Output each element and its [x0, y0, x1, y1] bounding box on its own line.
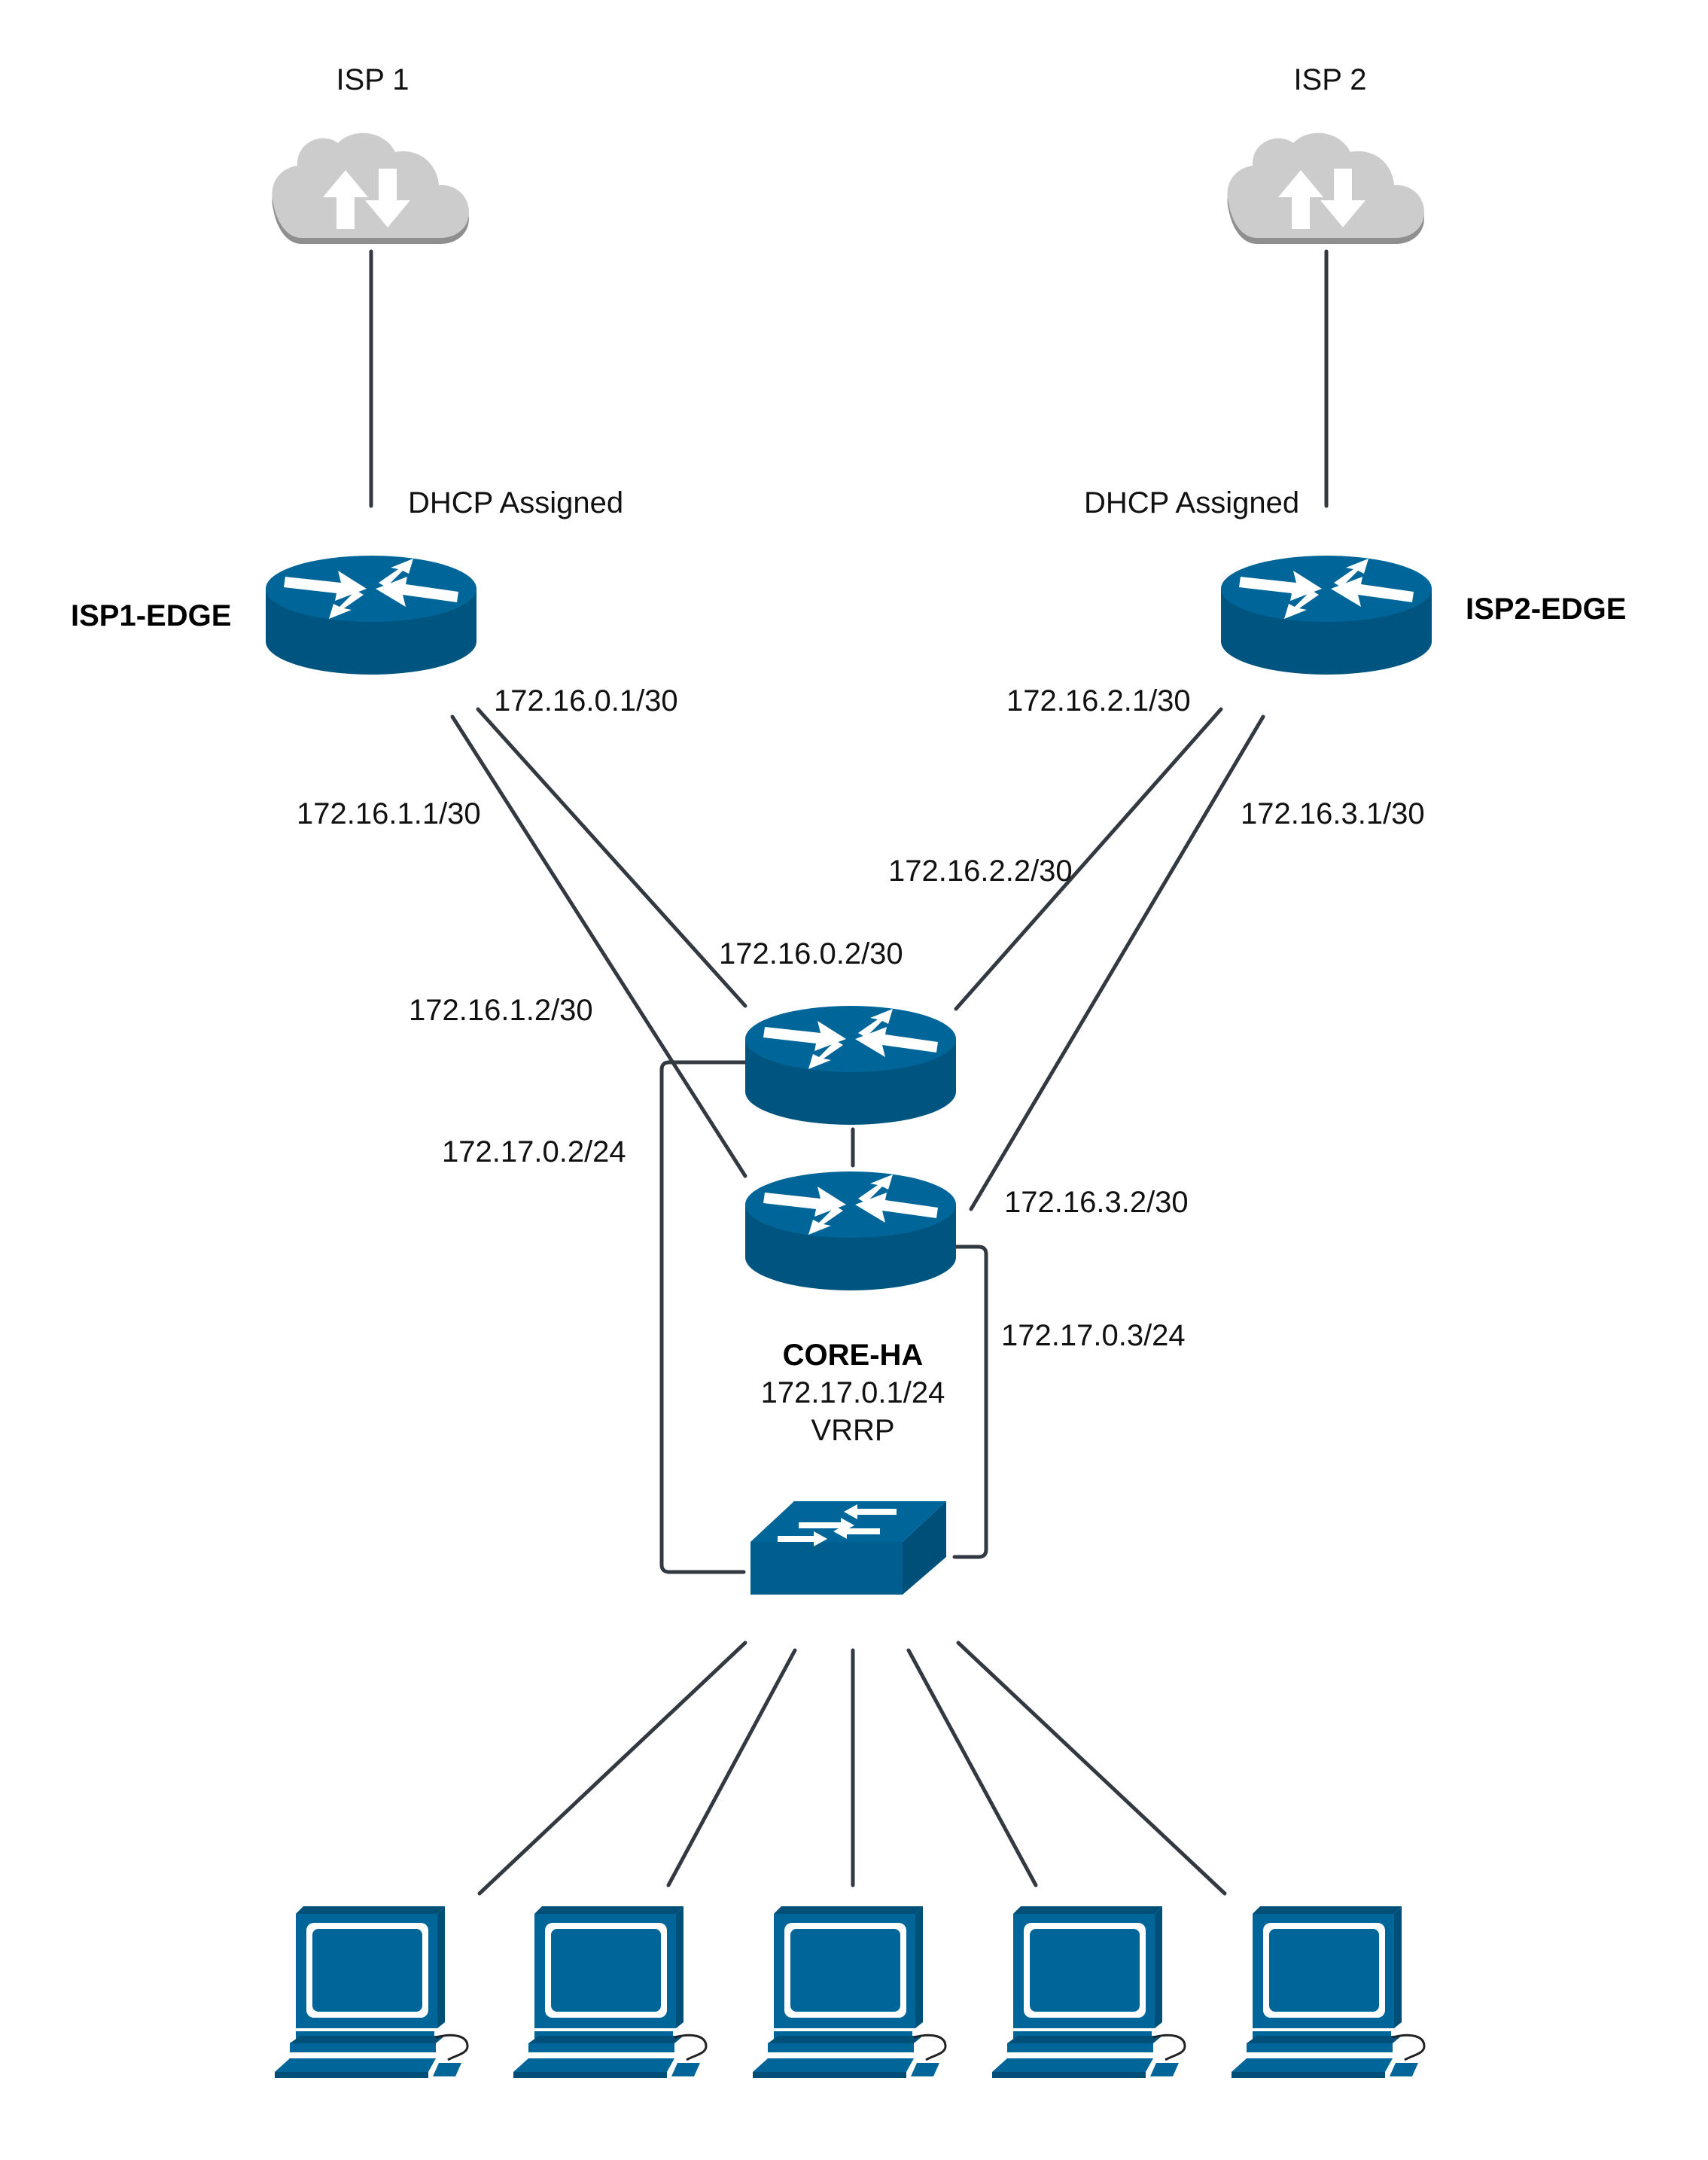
core-b-ip-from-edge1: 172.16.1.2/30	[409, 994, 593, 1027]
link-core-b-switch	[952, 1245, 988, 1559]
isp2-cloud	[1227, 133, 1424, 244]
workstation-icon	[991, 1905, 1186, 2079]
workstation-icon	[1230, 1905, 1426, 2079]
core-router-a	[745, 1006, 956, 1125]
router-icon	[745, 1006, 956, 1125]
core-router-b	[745, 1171, 956, 1290]
workstations	[273, 1905, 1426, 2079]
link-switch-pc-2	[666, 1648, 797, 1887]
core-a-ip-from-edge1: 172.16.0.2/30	[719, 937, 903, 970]
link-switch-pc-5	[956, 1641, 1227, 1896]
cloud-internet-icon	[272, 133, 469, 244]
workstation-icon	[512, 1905, 708, 2079]
edge2-ip-to-core-b: 172.16.3.1/30	[1241, 797, 1425, 830]
core-b-lan-ip: 172.17.0.3/24	[1001, 1319, 1186, 1352]
link-edge1-core-b	[450, 714, 747, 1178]
lan-switch	[750, 1501, 946, 1595]
edge2-ip-to-core-a: 172.16.2.1/30	[1006, 684, 1191, 717]
isp2-edge-router	[1221, 556, 1432, 675]
link-switch-pc-4	[906, 1648, 1038, 1887]
link-edge2-core-a	[954, 707, 1223, 1011]
link-edge2-core-b	[969, 714, 1265, 1211]
edge1-name: ISP1-EDGE	[71, 599, 231, 632]
link-switch-pc-1	[477, 1641, 747, 1896]
router-icon	[266, 556, 476, 675]
core-b-ip-from-edge2: 172.16.3.2/30	[1004, 1186, 1189, 1219]
isp1-cloud	[272, 133, 469, 244]
edge1-ip-to-core-a: 172.16.0.1/30	[494, 684, 678, 717]
router-icon	[1221, 556, 1432, 675]
core-ha-vip: 172.17.0.1/24	[761, 1376, 945, 1409]
links	[369, 249, 1329, 1896]
router-icon	[745, 1171, 956, 1290]
core-a-ip-from-edge2: 172.16.2.2/30	[888, 855, 1073, 888]
isp2-label: ISP 2	[1293, 63, 1366, 96]
isp1-edge-router	[266, 556, 476, 675]
edge2-name: ISP2-EDGE	[1466, 593, 1626, 626]
isp2-wan-ip: DHCP Assigned	[1084, 486, 1299, 519]
core-a-lan-ip: 172.17.0.2/24	[442, 1135, 626, 1168]
isp1-label: ISP 1	[336, 63, 409, 96]
link-core-a-switch	[659, 1060, 747, 1574]
workstation-icon	[273, 1905, 469, 2079]
workstation-icon	[751, 1905, 947, 2079]
core-ha-protocol: VRRP	[811, 1414, 894, 1447]
isp1-wan-ip: DHCP Assigned	[408, 486, 623, 519]
switch-icon	[750, 1501, 946, 1595]
edge1-ip-to-core-b: 172.16.1.1/30	[297, 797, 481, 830]
link-edge1-core-a	[476, 707, 747, 1008]
core-ha-name: CORE-HA	[783, 1339, 924, 1372]
cloud-internet-icon	[1227, 133, 1424, 244]
